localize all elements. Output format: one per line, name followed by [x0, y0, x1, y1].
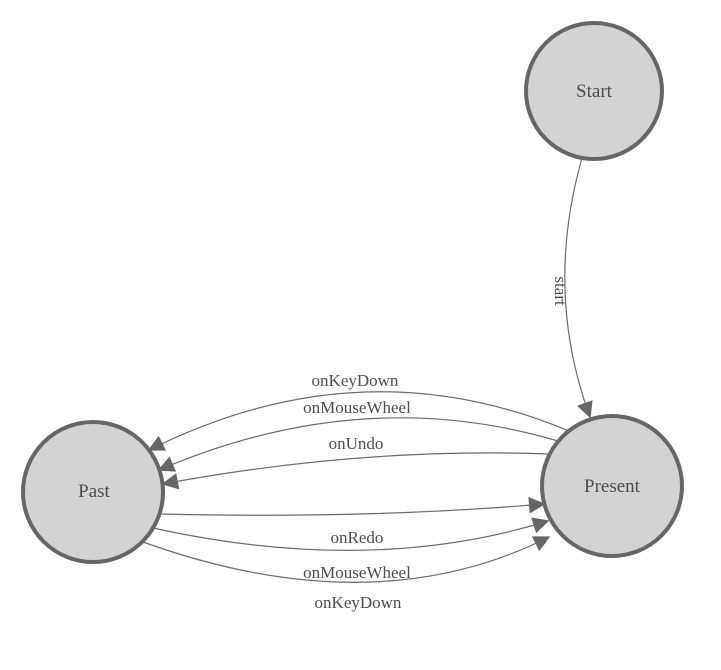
- node-present-circle[interactable]: [540, 414, 684, 558]
- edge-label-onmousewheel-bottom: onMouseWheel: [303, 563, 411, 582]
- node-past-label: Past: [78, 481, 110, 502]
- edge-label-onkeydown-top: onKeyDown: [312, 371, 399, 390]
- node-start[interactable]: Start: [524, 21, 664, 161]
- edge-present-to-past-onmousewheel: [157, 417, 559, 472]
- node-past-circle[interactable]: [21, 420, 165, 564]
- node-present-label: Present: [584, 476, 641, 497]
- edge-label-onundo: onUndo: [329, 434, 384, 453]
- node-present[interactable]: Present: [540, 414, 684, 558]
- edge-past-to-present-onredo: [159, 497, 546, 516]
- edge-start-to-present: [564, 157, 593, 419]
- edge-label-onmousewheel-top: onMouseWheel: [303, 398, 411, 417]
- edge-label-start: start: [551, 276, 570, 306]
- node-past[interactable]: Past: [21, 420, 165, 564]
- node-start-circle[interactable]: [524, 21, 664, 161]
- edge-present-to-past-onundo: [161, 452, 551, 490]
- edge-present-to-past-onkeydown: [147, 391, 570, 451]
- node-start-label: Start: [576, 81, 613, 102]
- edge-label-onkeydown-bottom: onKeyDown: [315, 593, 402, 612]
- edge-past-to-present-onmousewheel: [152, 517, 550, 551]
- edge-label-onredo: onRedo: [331, 528, 384, 547]
- edge-past-to-present-onkeydown: [142, 536, 551, 583]
